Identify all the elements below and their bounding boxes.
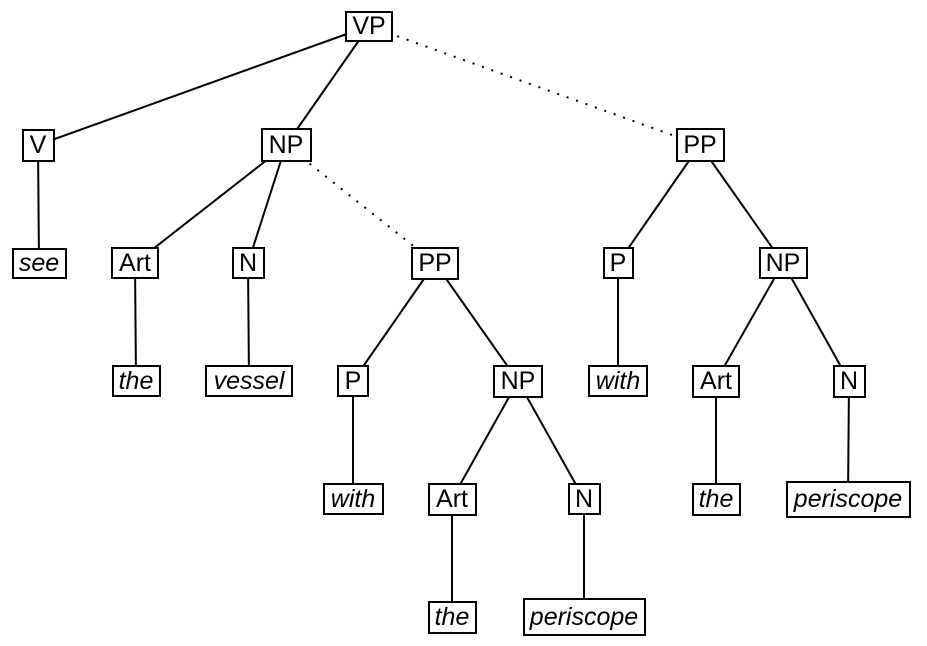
tree-node-art2: Art <box>427 482 477 516</box>
tree-node-the1: the <box>111 365 161 397</box>
tree-node-n1: N <box>231 247 265 279</box>
tree-edge-pp1-p1 <box>352 262 436 382</box>
tree-node-periscope2: periscope <box>522 598 646 636</box>
tree-node-art3: Art <box>692 364 740 398</box>
tree-edge-pp2-np3 <box>699 144 784 264</box>
tree-edge-vp-np1 <box>285 25 370 146</box>
tree-node-np1: NP <box>260 128 312 162</box>
tree-node-with2: with <box>588 365 648 397</box>
tree-node-pp1: PP <box>411 246 459 280</box>
tree-node-np3: NP <box>758 247 808 279</box>
tree-edge-np1-art1 <box>134 144 287 264</box>
tree-node-np2: NP <box>493 364 543 398</box>
tree-edge-vp-v <box>37 25 370 146</box>
tree-edge-np2-n2 <box>517 380 585 500</box>
tree-edge-np2-art2 <box>451 380 519 500</box>
tree-node-pp2: PP <box>675 128 725 162</box>
tree-edge-v-see <box>37 144 40 264</box>
tree-edge-np1-pp1 <box>285 144 436 264</box>
tree-node-p1: P <box>337 365 369 397</box>
tree-node-with1: with <box>322 483 384 515</box>
tree-edge-n1-vessel <box>247 262 250 382</box>
tree-node-n2: N <box>567 483 601 515</box>
tree-edge-art1-the1 <box>134 262 137 382</box>
tree-edge-pp1-np2 <box>434 262 519 382</box>
tree-node-the3: the <box>691 482 741 516</box>
tree-node-the2: the <box>427 600 477 634</box>
tree-edge-np3-art3 <box>715 262 784 382</box>
tree-edge-np1-n1 <box>247 144 287 264</box>
tree-node-vessel: vessel <box>205 365 293 397</box>
tree-node-vp: VP <box>345 10 393 42</box>
tree-node-n3: N <box>832 364 866 398</box>
tree-node-art1: Art <box>111 247 159 279</box>
tree-edge-pp2-p2 <box>617 144 701 264</box>
tree-node-v: V <box>21 128 55 162</box>
tree-edge-n3-periscope3 <box>847 380 850 500</box>
tree-node-see: see <box>11 247 67 279</box>
tree-edge-np3-n3 <box>782 262 850 382</box>
tree-node-p2: P <box>602 247 634 279</box>
tree-node-periscope3: periscope <box>785 480 911 518</box>
